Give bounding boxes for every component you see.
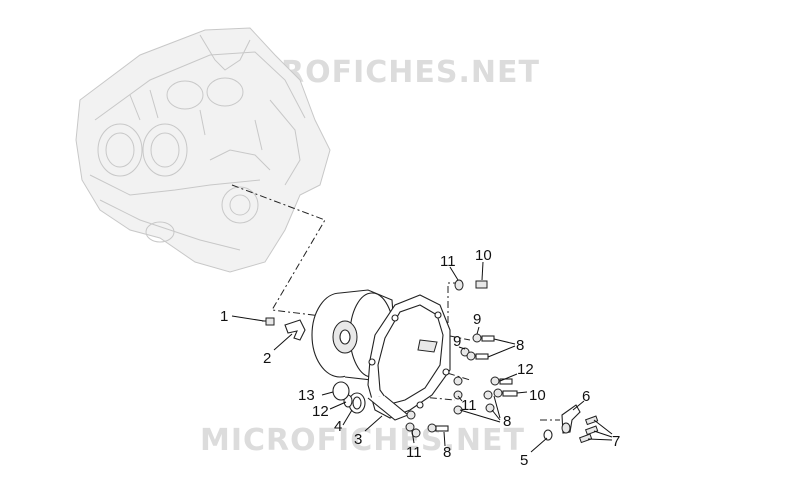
callout-13: 13: [298, 387, 315, 404]
generator-cover-part-3: [367, 294, 451, 421]
oil-seal-part-4: [348, 392, 366, 414]
bracket-part-2: [284, 319, 306, 341]
callout-8-middle: 8: [503, 413, 511, 430]
callout-7: 7: [612, 433, 620, 450]
o-ring-part-5: [543, 429, 553, 441]
callout-12-left: 12: [312, 403, 329, 420]
bolts-upper-right: [460, 333, 518, 398]
callout-8-bottom: 8: [443, 444, 451, 461]
engine-crankcase: [75, 27, 331, 273]
callout-5: 5: [520, 452, 528, 469]
callout-12-right: 12: [517, 361, 534, 378]
leader-lines: [231, 261, 613, 453]
sensor-part-6: [561, 404, 581, 434]
callout-3: 3: [354, 431, 362, 448]
washer-part-11-top: [454, 279, 464, 291]
callout-1: 1: [220, 308, 228, 325]
callout-10-right: 10: [529, 387, 546, 404]
callout-8-top: 8: [516, 337, 524, 354]
screws-part-7: [578, 415, 599, 444]
callout-4: 4: [334, 418, 342, 435]
callout-10-top: 10: [475, 247, 492, 264]
callout-11-top: 11: [440, 253, 456, 270]
callout-6: 6: [582, 388, 590, 405]
screw-part-1: [262, 317, 275, 326]
callout-11-middle: 11: [461, 397, 477, 414]
callout-9-top: 9: [473, 311, 481, 328]
callout-11-bottom: 11: [406, 444, 422, 461]
watermark-bottom: MICROFICHES.NET: [200, 423, 525, 458]
callout-2: 2: [263, 350, 271, 367]
callout-9-bottom: 9: [453, 333, 461, 350]
o-ring-part-13: [332, 381, 350, 401]
bolt-part-10-top: [475, 280, 488, 289]
